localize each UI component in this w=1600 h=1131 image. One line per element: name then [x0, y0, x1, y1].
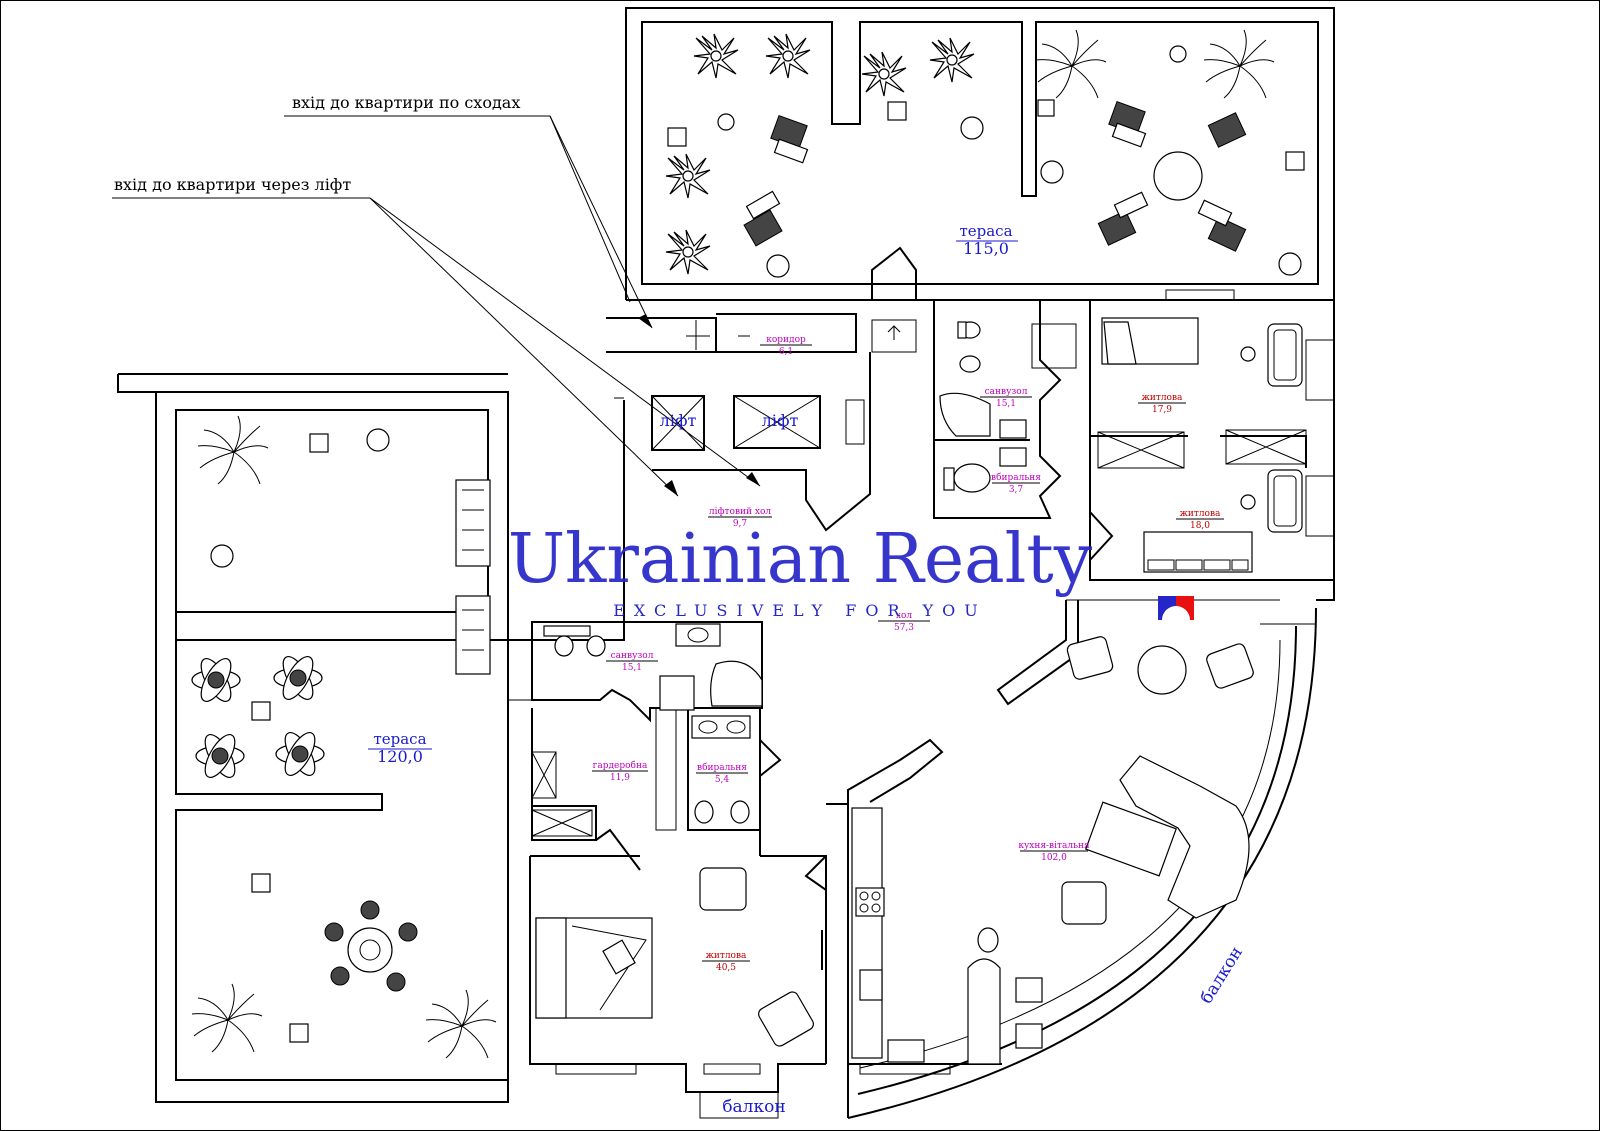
north-terrace-label: тераса [959, 222, 1012, 240]
room-living-ne2-name: житлова [1180, 509, 1221, 519]
room-bath-north-area: 15,1 [996, 399, 1016, 409]
stairs-entry-note: вхід до квартири по сходах [292, 93, 520, 112]
lift-entry-note: вхід до квартири через ліфт [114, 175, 351, 194]
room-lift-hall-name: ліфтовий хол [709, 507, 771, 517]
west-terrace-label: тераса [373, 730, 426, 748]
north-terrace-area: 115,0 [963, 239, 1009, 258]
room-corridor-area: 6,1 [779, 347, 793, 357]
watermark-subtitle: EXCLUSIVELY FOR YOU [613, 601, 987, 620]
room-kitchen-living-area: 102,0 [1041, 853, 1067, 863]
watermark-title: Ukrainian Realty [508, 520, 1093, 599]
room-wc-west-area: 5,4 [715, 775, 730, 785]
room-hall-area: 57,3 [894, 623, 914, 633]
room-bath-west-area: 15,1 [622, 663, 642, 673]
room-wardrobe-area: 11,9 [610, 773, 630, 783]
room-wardrobe-name: гардеробна [593, 760, 648, 771]
room-living-sw-name: житлова [706, 951, 747, 961]
room-wc-north-name: вбиральня [991, 472, 1041, 483]
west-terrace-area: 120,0 [377, 747, 423, 766]
room-living-ne2-area: 18,0 [1190, 521, 1210, 531]
room-corridor-name: коридор [766, 335, 806, 345]
room-hall-name: хол [896, 611, 912, 621]
room-kitchen-living-name: кухня-вітальня [1018, 841, 1090, 851]
room-bath-west-name: санвузол [611, 651, 654, 661]
annotation-arrows [112, 115, 761, 497]
lift-label-2: ліфт [762, 411, 799, 430]
room-wc-west-name: вбиральня [697, 762, 747, 773]
room-living-ne1-area: 17,9 [1152, 405, 1172, 415]
balcony-label-south: балкон [722, 1097, 785, 1117]
room-wc-north-area: 3,7 [1009, 485, 1024, 495]
west-terrace-furniture [191, 415, 497, 1059]
north-terrace-furniture [665, 29, 1305, 278]
balcony-label-east: балкон [1196, 943, 1247, 1007]
room-living-sw-area: 40,5 [716, 963, 736, 973]
room-lift-hall-area: 9,7 [733, 519, 748, 529]
interior-furniture [535, 317, 1303, 1065]
lift-label-1: ліфт [660, 411, 697, 430]
interior-walls [490, 246, 1335, 1119]
room-bath-north-name: санвузол [985, 387, 1028, 397]
room-living-ne1-name: житлова [1142, 393, 1183, 403]
